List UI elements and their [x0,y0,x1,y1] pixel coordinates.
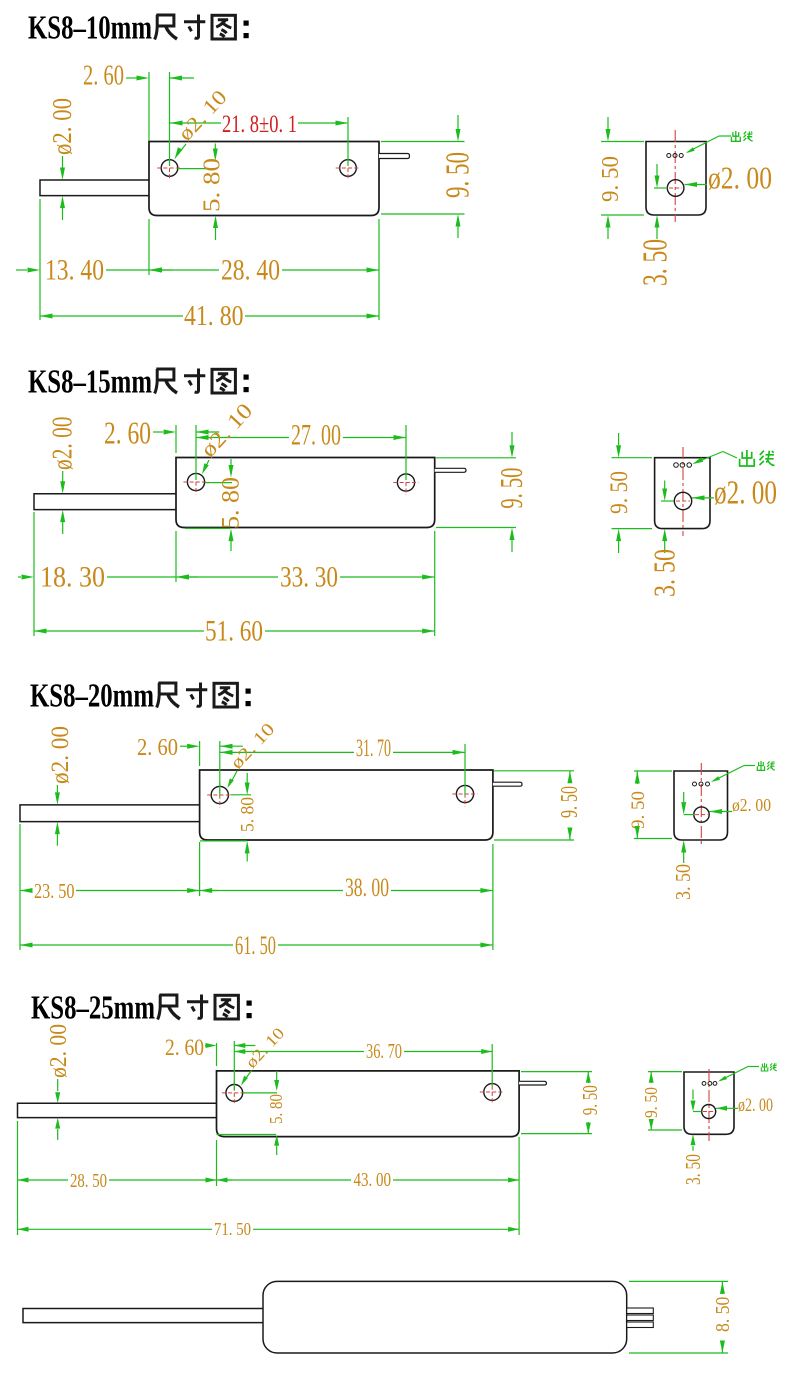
svg-text:ø2. 00: ø2. 00 [45,726,74,784]
svg-text:23. 50: 23. 50 [34,879,75,903]
svg-text:27. 00: 27. 00 [291,420,341,452]
svg-text:KS8–25mm: KS8–25mm [31,990,155,1027]
svg-text:71. 50: 71. 50 [214,1219,251,1239]
svg-text:2. 60: 2. 60 [104,415,151,451]
svg-text:2. 60: 2. 60 [83,61,124,92]
svg-text:5. 80: 5. 80 [217,477,244,529]
svg-text:9. 50: 9. 50 [440,152,477,198]
svg-text:9. 50: 9. 50 [493,468,529,509]
svg-text:18. 30: 18. 30 [40,562,105,594]
svg-text:9. 50: 9. 50 [557,786,583,818]
svg-text:3. 50: 3. 50 [648,549,682,597]
svg-text:51. 60: 51. 60 [205,616,263,648]
svg-text:ø2. 00: ø2. 00 [714,475,777,512]
svg-text:2. 60: 2. 60 [165,1035,204,1060]
svg-text:ø2. 00: ø2. 00 [47,417,79,471]
svg-text:5. 80: 5. 80 [199,158,225,212]
svg-text:8. 50: 8. 50 [712,1297,734,1332]
svg-text:41. 80: 41. 80 [184,300,244,332]
svg-text:38. 00: 38. 00 [345,872,389,902]
svg-text:KS8–10mm: KS8–10mm [28,10,152,47]
svg-text:ø2. 00: ø2. 00 [708,160,772,196]
svg-text:3. 50: 3. 50 [671,864,695,900]
svg-text:3. 50: 3. 50 [635,239,674,286]
svg-text:9. 50: 9. 50 [598,156,624,202]
svg-text:5. 80: 5. 80 [238,797,259,832]
svg-text:3. 50: 3. 50 [681,1154,705,1185]
svg-text:28. 40: 28. 40 [221,255,280,287]
svg-text:13. 40: 13. 40 [45,255,104,287]
svg-text:61. 50: 61. 50 [235,930,276,960]
svg-text:ø2. 00: ø2. 00 [732,795,771,815]
svg-text:43. 00: 43. 00 [354,1169,392,1191]
svg-text:ø2. 00: ø2. 00 [738,1095,773,1116]
svg-text:9. 50: 9. 50 [628,791,649,829]
svg-text:KS8–15mm: KS8–15mm [28,364,152,401]
svg-text:5. 80: 5. 80 [266,1094,286,1124]
svg-text:2. 60: 2. 60 [137,735,178,761]
svg-text:ø2. 00: ø2. 00 [46,98,77,155]
svg-text:ø2. 00: ø2. 00 [46,1024,72,1078]
svg-text:9. 50: 9. 50 [641,1087,661,1118]
svg-text:28. 50: 28. 50 [70,1170,107,1192]
svg-text:21. 8±0. 1: 21. 8±0. 1 [222,109,297,138]
svg-text:9. 50: 9. 50 [604,471,633,514]
svg-text:9. 50: 9. 50 [578,1085,602,1115]
svg-text:36. 70: 36. 70 [366,1039,402,1063]
svg-text:33. 30: 33. 30 [280,562,338,594]
svg-text:31. 70: 31. 70 [356,733,391,762]
svg-text:KS8–20mm: KS8–20mm [30,678,154,715]
